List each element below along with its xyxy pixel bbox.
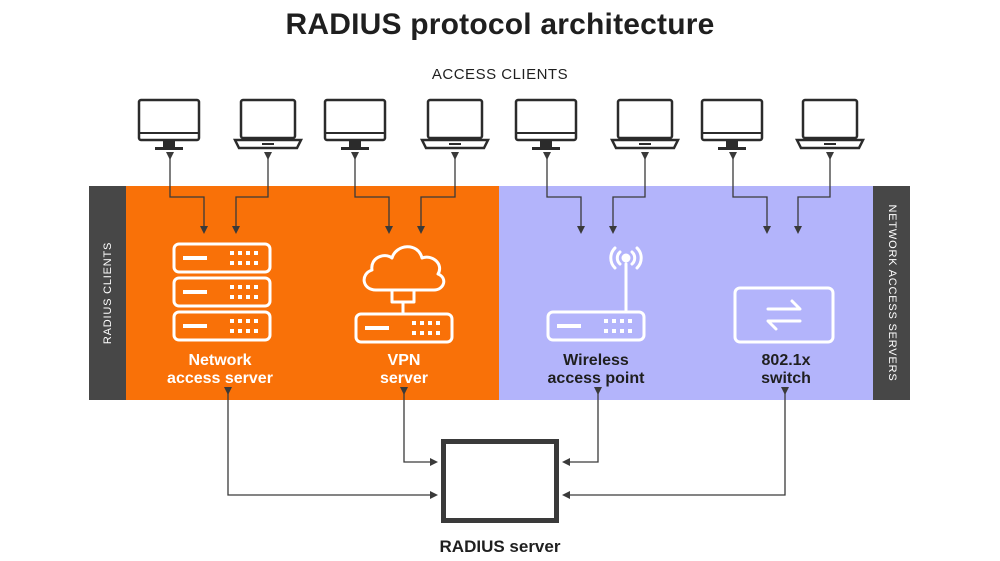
vpn-server-label: VPN server — [379, 352, 429, 387]
desktop-monitor-icon — [323, 98, 387, 150]
desktop-monitor-icon — [700, 98, 764, 150]
diagram-title: RADIUS protocol architecture — [285, 8, 715, 41]
radius-server-box — [441, 439, 559, 523]
laptop-icon — [795, 98, 865, 150]
desktop-monitor-icon — [514, 98, 578, 150]
network-access-servers-bar: NETWORK ACCESS SERVERS — [873, 186, 910, 400]
server-rack-icon — [172, 242, 272, 342]
radius-clients-bar: RADIUS CLIENTS — [89, 186, 126, 400]
desktop-monitor-icon — [137, 98, 201, 150]
switch-icon — [733, 286, 835, 344]
switch-label: 802.1x switch — [761, 352, 811, 387]
radius-server-label: RADIUS server — [439, 537, 561, 556]
laptop-icon — [233, 98, 303, 150]
network-access-server-label: Network access server — [167, 352, 273, 387]
cloud-server-icon — [354, 245, 454, 344]
wireless-access-point-label: Wireless access point — [547, 352, 645, 387]
laptop-icon — [420, 98, 490, 150]
laptop-icon — [610, 98, 680, 150]
wireless-router-icon — [546, 246, 646, 342]
access-clients-heading: ACCESS CLIENTS — [431, 66, 569, 83]
